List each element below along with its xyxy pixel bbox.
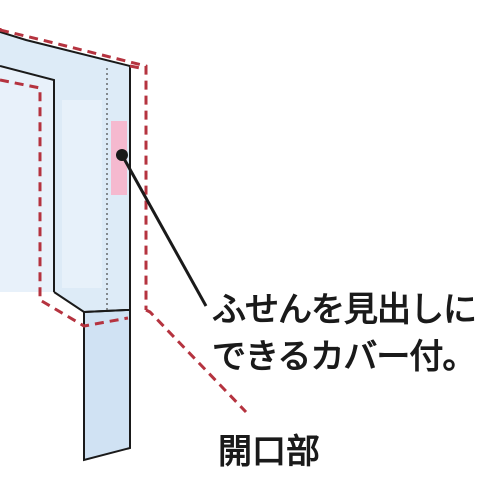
dashed-outline-inner: [0, 78, 129, 328]
leader-line: [120, 154, 208, 307]
dashed-outline-edge: [129, 64, 141, 70]
opening-label: 開口部: [218, 432, 320, 472]
opening-top-edge: [53, 291, 130, 314]
callout-text-line-1: ふせんを見出しに: [212, 290, 477, 330]
cover-front-panel: [83, 309, 131, 462]
cover-highlight: [62, 100, 102, 288]
leader-dot: [116, 149, 128, 161]
cover-front-face: [0, 66, 54, 292]
cover-outline: [0, 31, 131, 310]
callout-text-line-2: できるカバー付。: [212, 337, 476, 377]
dashed-outline-upper: [0, 28, 148, 310]
dashed-outline-lower: [145, 308, 248, 414]
